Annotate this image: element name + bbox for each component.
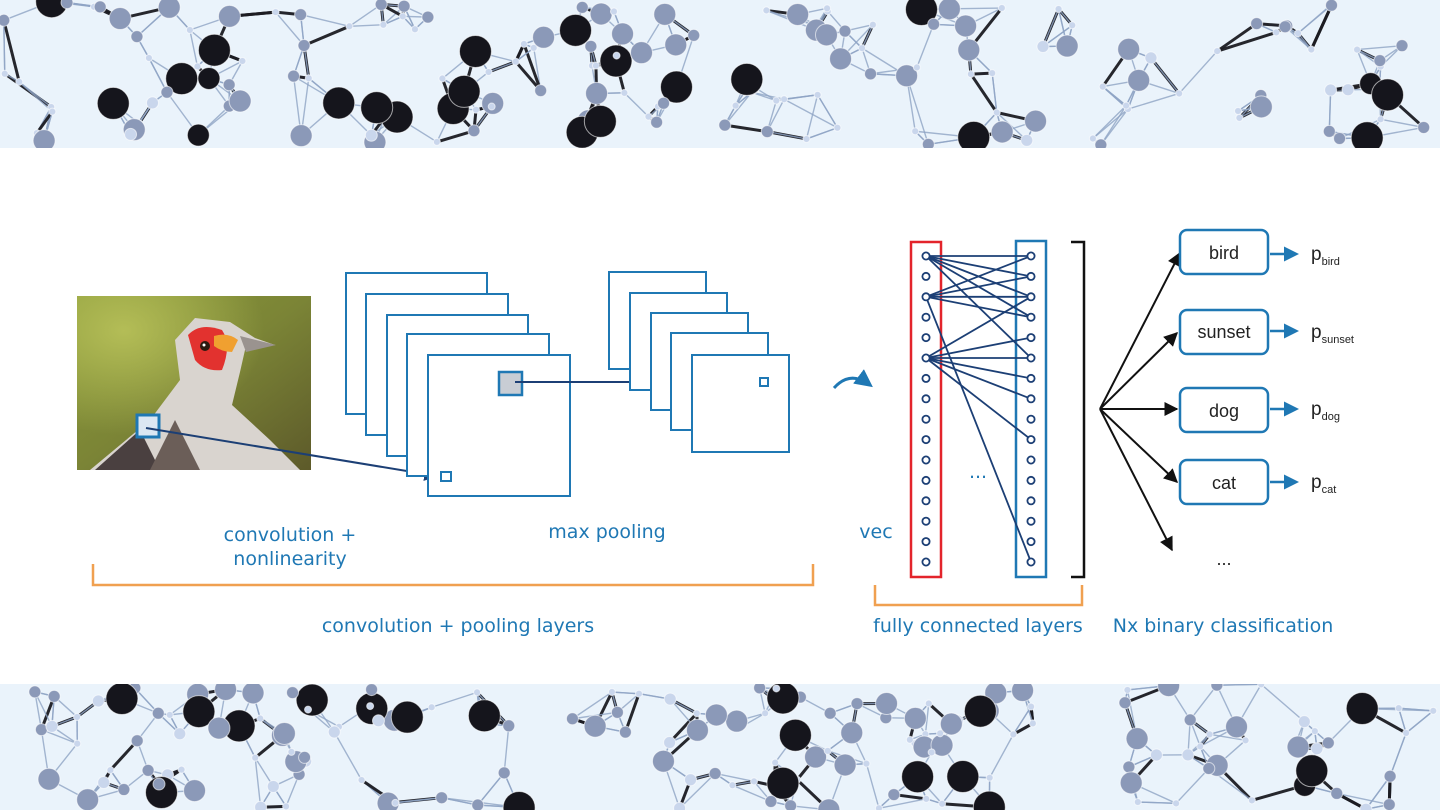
prob-dog: pdog (1311, 399, 1340, 423)
classes-ellipsis: ... (1216, 549, 1231, 569)
prob-bird: pbird (1311, 244, 1340, 268)
fc-ellipsis: ... (969, 461, 987, 483)
class-label-bird: bird (1209, 243, 1239, 263)
pooled-feature-maps (608, 271, 790, 453)
prob-sunset: psunset (1311, 322, 1354, 346)
network-nodes (0, 0, 1431, 148)
class-dog: dog pdog (1178, 386, 1340, 434)
conv-label-line1: convolution + (224, 524, 357, 546)
nx-binary-label: Nx binary classification (1113, 615, 1334, 637)
classification-fan (1099, 251, 1181, 552)
vec-label: vec (859, 521, 892, 543)
conv-pool-bracket (91, 564, 815, 587)
conv-pool-layers-label: convolution + pooling layers (322, 615, 594, 637)
class-label-dog: dog (1209, 401, 1239, 421)
class-cat: cat pcat (1178, 458, 1336, 506)
fc-connections (925, 255, 1032, 563)
network-background-top (0, 0, 1440, 148)
curved-arrow-icon (832, 369, 873, 390)
network-background-bottom (0, 684, 1440, 810)
pool-output-cell (759, 377, 769, 387)
hidden-nodes (1026, 251, 1036, 567)
class-bird: bird pbird (1178, 228, 1340, 276)
input-image (77, 296, 311, 470)
conv-feature-maps (345, 272, 571, 497)
network-nodes (28, 684, 1438, 810)
conv-output-cell (440, 471, 452, 482)
conv-label-line2: nonlinearity (233, 548, 346, 570)
fully-connected-label: fully connected layers (873, 615, 1083, 637)
conv-arrow (145, 427, 439, 481)
max-pooling-label: max pooling (548, 521, 665, 543)
prob-cat: pcat (1311, 472, 1336, 496)
class-label-sunset: sunset (1197, 322, 1250, 342)
receptive-field-box (135, 413, 161, 439)
output-bracket (1071, 240, 1086, 579)
hidden-layer-column (1014, 239, 1048, 579)
vector-nodes (921, 251, 931, 567)
cnn-diagram: convolution + nonlinearity max pooling c… (77, 228, 1354, 637)
pool-window-box (497, 370, 524, 397)
class-label-cat: cat (1212, 473, 1236, 493)
fc-bracket (873, 585, 1084, 607)
class-sunset: sunset psunset (1178, 308, 1354, 356)
